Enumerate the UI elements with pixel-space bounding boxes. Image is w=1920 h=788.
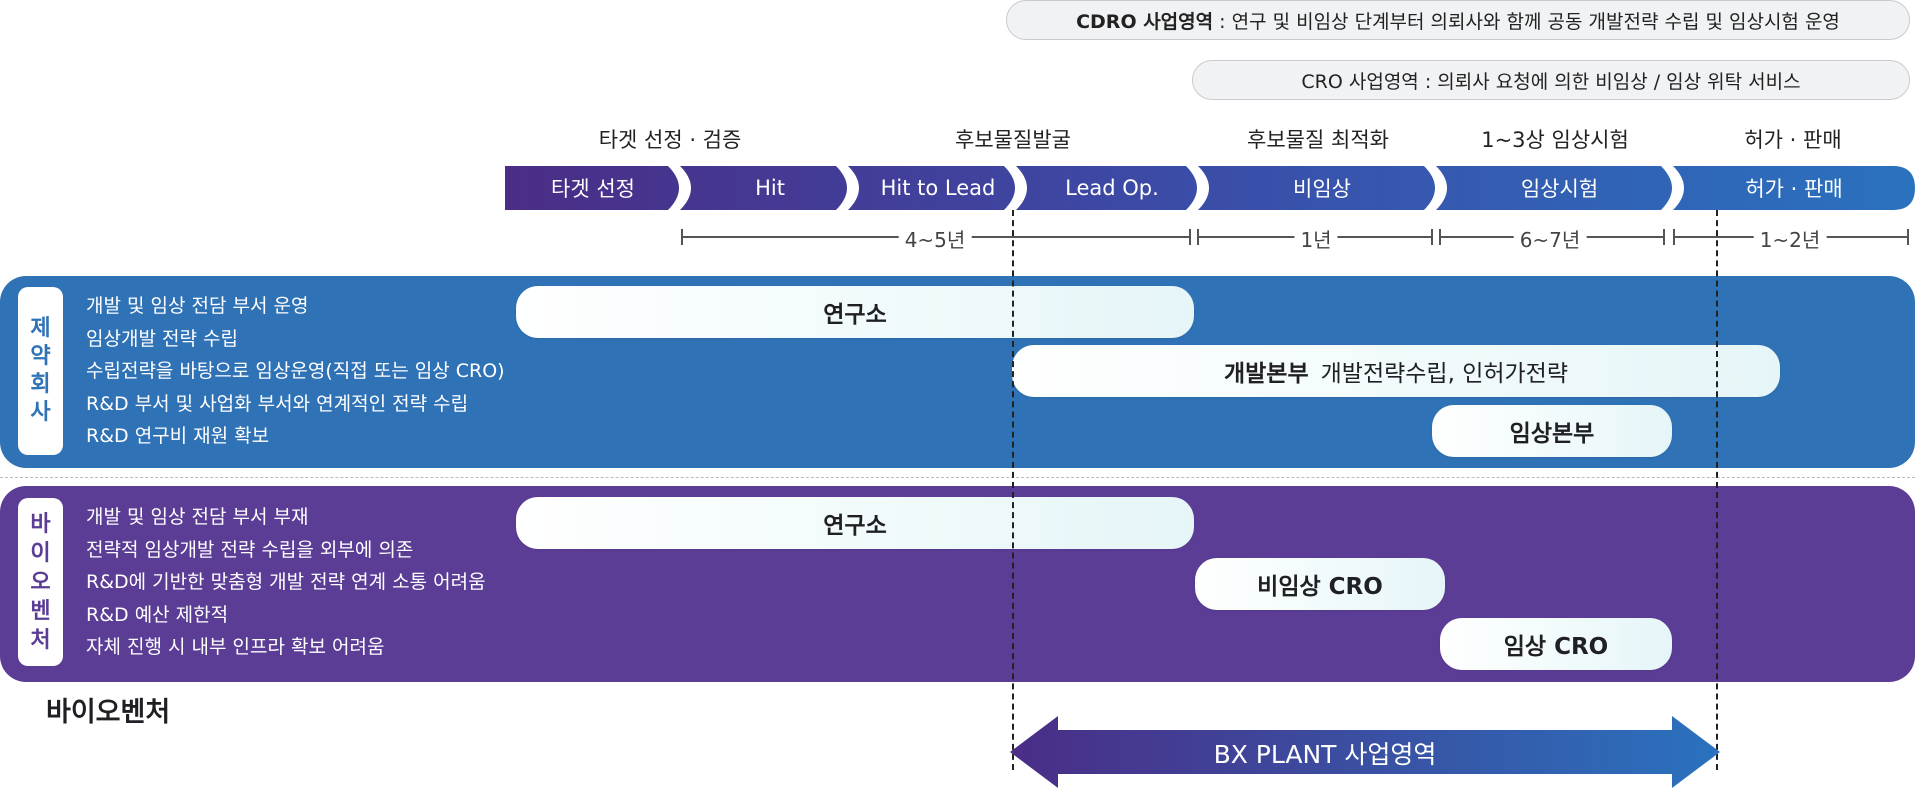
list-item: R&D 예산 제한적 [86,603,229,626]
phase-candidate-discovery: 후보물질발굴 [955,128,1071,152]
duration-approval: 1~2년 [1753,224,1827,253]
stage-clinical: 임상시험 [1520,177,1599,201]
venture-description-list: 개발 및 임상 전담 부서 부재 전략적 임상개발 전략 수립을 외부에 의존 … [86,501,486,664]
list-item: 임상개발 전략 수립 [86,327,238,350]
bx-plant-arrow [1010,716,1720,788]
pharma-clinical-box: 임상본부 [1432,405,1672,457]
duration-discovery: 4~5년 [898,224,972,253]
phase-clinical-trials: 1~3상 임상시험 [1481,128,1629,152]
bx-scope-right-marker [1716,210,1718,770]
list-item: R&D에 기반한 맞춤형 개발 전략 연계 소통 어려움 [86,571,486,593]
list-item: 수립전략을 바탕으로 임상운영(직접 또는 임상 CRO) [86,360,505,382]
phase-approval-sales: 허가 · 판매 [1744,128,1842,152]
duration-clinical: 6~7년 [1513,224,1587,253]
bx-scope-left-marker [1012,210,1014,770]
cro-scope-text: CRO 사업영역 : 의뢰사 요청에 의한 비임상 / 임상 위탁 서비스 [1301,70,1801,93]
stage-hit-to-lead: Hit to Lead [880,176,996,200]
stage-shape-nonclinical [1198,166,1435,210]
list-item: 개발 및 임상 전담 부서 운영 [86,295,309,317]
phase-target-validation: 타겟 선정 · 검증 [598,128,742,152]
stage-shape-clinical [1436,166,1672,210]
list-item: 자체 진행 시 내부 인프라 확보 어려움 [86,636,385,658]
cdro-scope-title: CDRO 사업영역 [1076,10,1214,33]
bottom-venture-label: 바이오벤처 [46,697,171,728]
duration-nonclinical: 1년 [1294,224,1338,253]
band-separator [0,477,1915,478]
cro-scope-pill: CRO 사업영역 : 의뢰사 요청에 의한 비임상 / 임상 위탁 서비스 [1192,60,1910,100]
stage-hit: Hit [755,176,785,200]
stage-chevron-bar [505,166,1915,210]
cdro-scope-pill: CDRO 사업영역 : 연구 및 비임상 단계부터 의뢰사와 함께 공동 개발전… [1006,0,1910,40]
stage-target: 타겟 선정 [551,177,635,201]
stage-shape-approval [1673,166,1915,210]
biotech-venture-tag: 바 이 오 벤 처 [18,498,63,666]
list-item: R&D 부서 및 사업화 부서와 연계적인 전략 수립 [86,392,469,415]
stage-shape-target [505,166,679,210]
cdro-scope-desc: : 연구 및 비임상 단계부터 의뢰사와 함께 공동 개발전략 수립 및 임상시… [1219,10,1840,33]
stage-nonclinical: 비임상 [1293,177,1351,201]
venture-clinical-cro-box: 임상 CRO [1440,618,1672,670]
stage-shape-hit-to-lead [848,166,1015,210]
stage-shape-hit [680,166,847,210]
pharma-company-tag: 제 약 회 사 [18,287,63,455]
stage-lead-op: Lead Op. [1065,176,1159,200]
pharma-development-box: 개발본부 개발전략수립, 인허가전략 [1012,345,1780,397]
venture-lab-box: 연구소 [516,497,1194,549]
pharma-description-list: 개발 및 임상 전담 부서 운영 임상개발 전략 수립 수립전략을 바탕으로 임… [86,290,505,453]
venture-nonclinical-cro-box: 비임상 CRO [1195,558,1445,610]
bx-plant-label: BX PLANT 사업영역 [1213,740,1437,769]
stage-approval: 허가 · 판매 [1745,177,1843,201]
phase-candidate-optimization: 후보물질 최적화 [1247,128,1389,152]
stage-shape-lead-op [1016,166,1197,210]
list-item: R&D 연구비 재원 확보 [86,425,270,447]
list-item: 개발 및 임상 전담 부서 부재 [86,506,309,528]
pharma-lab-box: 연구소 [516,286,1194,338]
list-item: 전략적 임상개발 전략 수립을 외부에 의존 [86,538,414,561]
